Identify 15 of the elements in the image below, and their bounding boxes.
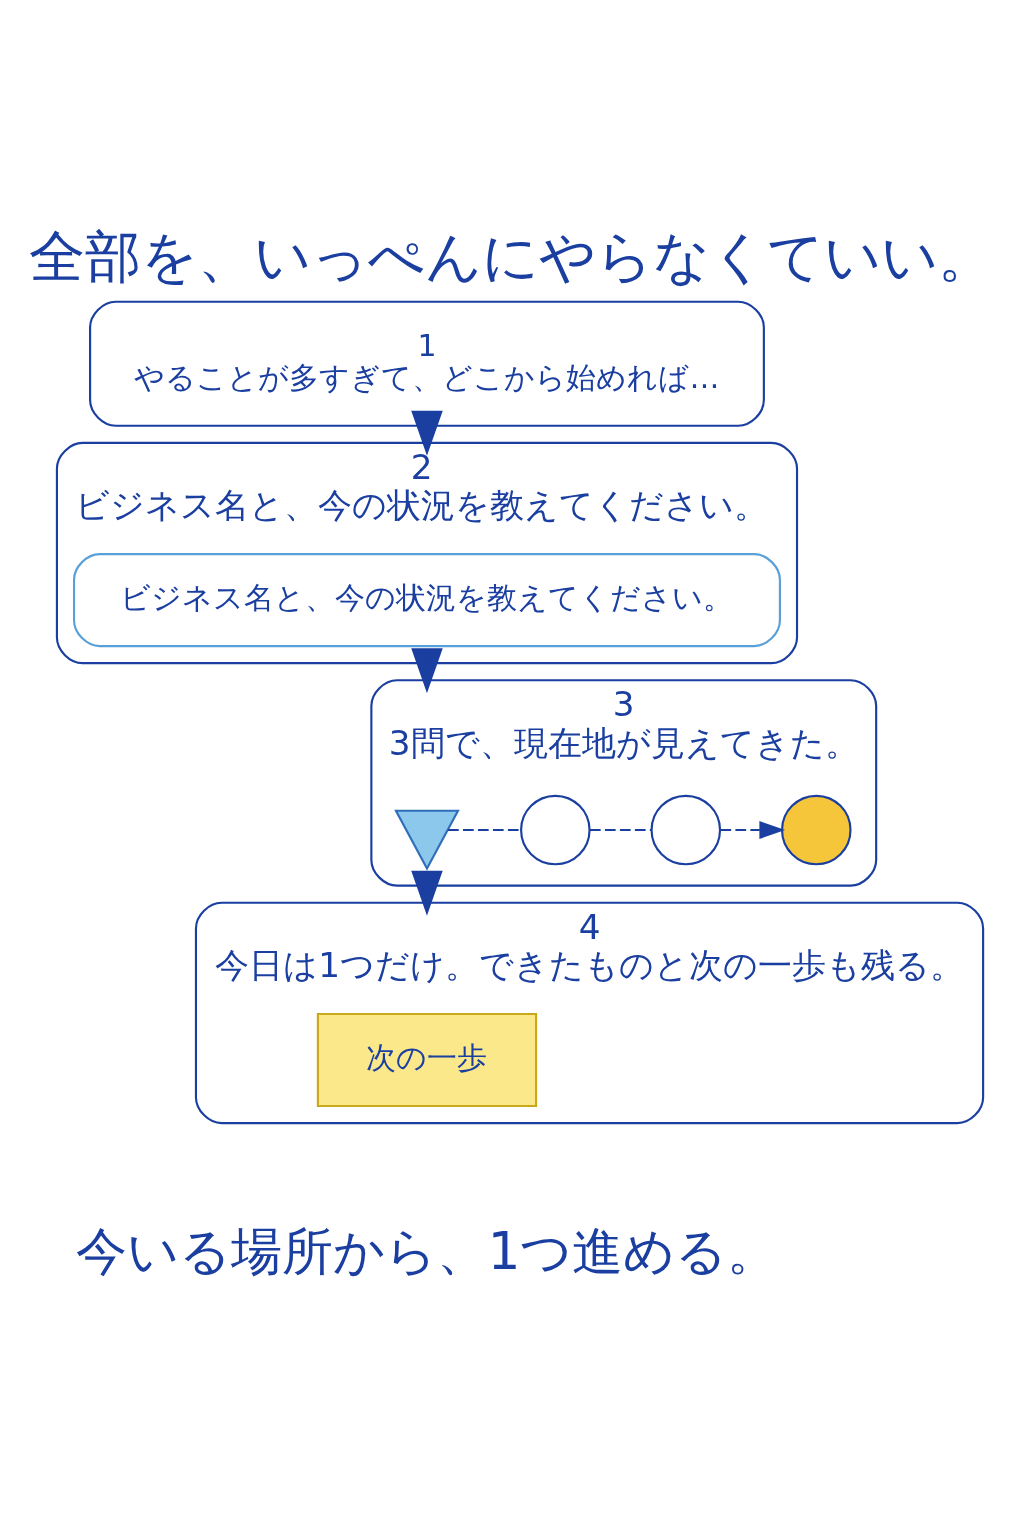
node-picture: [394, 809, 460, 871]
arrow: [411, 648, 443, 694]
node-box: 次の一歩: [316, 1012, 538, 1108]
connector: [448, 828, 521, 832]
node-circle: [650, 794, 722, 866]
arrow: [411, 870, 443, 916]
connector: [589, 828, 652, 832]
node-circle: [520, 794, 591, 866]
cluster: 3 3問で、現在地が見えてきた。: [370, 679, 878, 887]
node-circle: [780, 794, 852, 866]
diagram-title: 全部を、いっぺんにやらなくていい。: [29, 223, 995, 289]
arrow: [720, 821, 786, 840]
caption: 今いる場所から、1つ進める。: [75, 1220, 779, 1281]
arrow: [411, 410, 443, 456]
node-box: ビジネス名と、今の状況を教えてください。: [72, 553, 781, 648]
